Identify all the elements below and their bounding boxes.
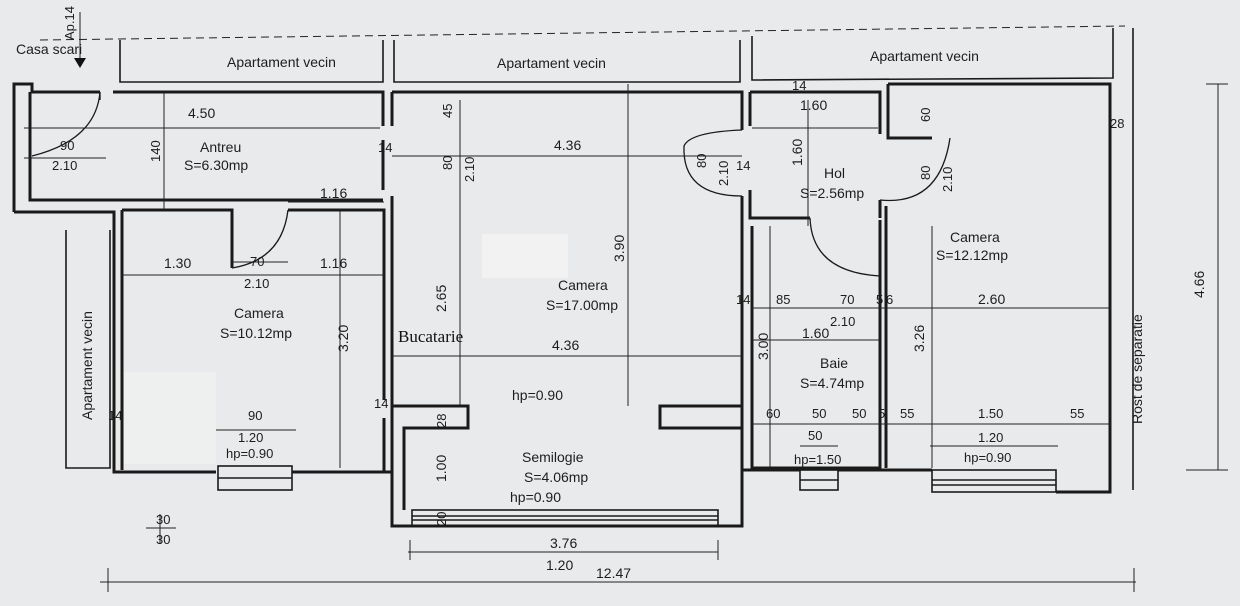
apartment-number: Ap.14	[62, 6, 77, 40]
separation-joint: Rost de separatie	[1129, 314, 1145, 424]
scale-mark-1: 30	[156, 512, 170, 527]
semilogie-width: 3.76	[550, 535, 577, 551]
door-swings	[31, 91, 951, 277]
baie-dim-85: 85	[776, 292, 790, 307]
stair-arrow-icon	[74, 58, 86, 68]
wall-thickness-hol: 14	[792, 78, 806, 93]
room-area-antreu: S=6.30mp	[184, 157, 248, 173]
living-width-2: 4.36	[552, 337, 579, 353]
baie-dim-70: 70	[840, 292, 854, 307]
camera3-dim-28: 28	[1110, 116, 1124, 131]
semilogie-dim-20: 20	[434, 512, 449, 526]
hol-height: 1.60	[789, 139, 805, 166]
redaction-patch-left	[124, 372, 216, 464]
bottom-dim-5: 5	[878, 406, 885, 421]
semilogie-dim-28: 28	[434, 414, 449, 428]
living-dim-210: 2.10	[462, 157, 477, 182]
camera3-dim-80: 80	[918, 166, 933, 180]
wall-thickness-5: 14	[736, 292, 750, 307]
living-dim-45: 45	[440, 104, 455, 118]
dimension-lines	[24, 12, 1228, 592]
room-name-semilogie: Semilogie	[522, 449, 584, 465]
camera3-width: 2.60	[978, 291, 1005, 307]
room-name-camera-2: Camera	[558, 277, 608, 293]
wall-thickness-4: 14	[736, 158, 750, 173]
room1-door: 70	[250, 254, 264, 269]
bottom-dim-55a: 55	[900, 406, 914, 421]
bottom-dim-50c: 50	[808, 428, 822, 443]
living-width: 4.36	[554, 137, 581, 153]
antreu-door: 90	[60, 138, 74, 153]
semilogie-depth: 1.00	[433, 455, 449, 482]
room-name-hol: Hol	[824, 165, 845, 181]
labels: Casa scari Ap.14 Apartament vecin Aparta…	[16, 6, 1207, 581]
room1-depth: 3.20	[335, 325, 351, 352]
neighbor-top-1: Apartament vecin	[227, 54, 336, 70]
neighbor-left: Apartament vecin	[79, 311, 95, 420]
room-name-camera-3: Camera	[950, 229, 1000, 245]
hol-door-80: 80	[694, 154, 709, 168]
room-area-camera-2: S=17.00mp	[546, 297, 618, 313]
bottom-dim-60: 60	[766, 406, 780, 421]
stair-label: Casa scari	[16, 41, 82, 57]
kitchen-sill-height: hp=0.90	[512, 387, 563, 403]
wall-thickness-1: 14	[378, 140, 392, 155]
camera3-depth: 3.26	[911, 325, 927, 352]
total-depth: 4.66	[1191, 271, 1207, 298]
camera3-dim-60: 60	[918, 108, 933, 122]
semilogie-sill-height: hp=0.90	[510, 489, 561, 505]
bottom-dim-50b: 50	[852, 406, 866, 421]
baie-dim-6: 6	[886, 292, 893, 307]
wall-thickness-3: 14	[374, 396, 388, 411]
hol-door-210: 2.10	[716, 161, 731, 186]
room1-dim-a: 1.30	[164, 255, 191, 271]
camera3-window-width: 1.20	[978, 430, 1003, 445]
room-area-camera-1: S=10.12mp	[220, 325, 292, 341]
antreu-length: 4.50	[188, 105, 215, 121]
baie-dim-5: 5	[876, 292, 883, 307]
room-area-baie: S=4.74mp	[800, 375, 864, 391]
total-width: 12.47	[596, 565, 631, 581]
room1-window-width: 1.20	[238, 430, 263, 445]
room1-window: 90	[248, 408, 262, 423]
living-dim-80: 80	[440, 156, 455, 170]
living-dim-265: 2.65	[433, 285, 449, 312]
room-area-camera-3: S=12.12mp	[936, 247, 1008, 263]
walls	[12, 82, 1112, 528]
antreu-depth: 140	[148, 140, 163, 162]
neighbor-top-3: Apartament vecin	[870, 48, 979, 64]
camera3-dim-210: 2.10	[940, 167, 955, 192]
hol-width: 1.60	[800, 97, 827, 113]
room-area-semilogie: S=4.06mp	[524, 469, 588, 485]
redaction-patch	[482, 234, 568, 278]
room-area-hol: S=2.56mp	[800, 185, 864, 201]
boundary-dashed-line	[39, 25, 1126, 41]
room-name-baie: Baie	[820, 355, 848, 371]
baie-width: 1.60	[802, 325, 829, 341]
room1-door-width: 2.10	[244, 276, 269, 291]
bottom-dim-55b: 55	[1070, 406, 1084, 421]
baie-sill-height: hp=1.50	[794, 452, 841, 467]
room1-dim-b: 1.16	[320, 255, 347, 271]
semilogie-opening: 1.20	[546, 557, 573, 573]
camera3-sill-height: hp=0.90	[964, 450, 1011, 465]
antreu-door-width: 2.10	[52, 158, 77, 173]
bottom-dim-50a: 50	[812, 406, 826, 421]
baie-door-width: 2.10	[830, 314, 855, 329]
room-name-camera-1: Camera	[234, 305, 284, 321]
wall-thickness-2: 14	[108, 408, 122, 423]
baie-depth: 3.00	[755, 333, 771, 360]
scale-mark-2: 30	[156, 532, 170, 547]
room-name-antreu: Antreu	[200, 139, 241, 155]
room-name-bucatarie: Bucatarie	[398, 327, 463, 346]
living-height: 3.90	[611, 235, 627, 262]
neighbor-walls	[65, 28, 1134, 490]
neighbor-top-2: Apartament vecin	[497, 55, 606, 71]
room1-sill-height: hp=0.90	[226, 446, 273, 461]
room1-top-dim: 1.16	[320, 185, 347, 201]
bottom-dim-150: 1.50	[978, 406, 1003, 421]
